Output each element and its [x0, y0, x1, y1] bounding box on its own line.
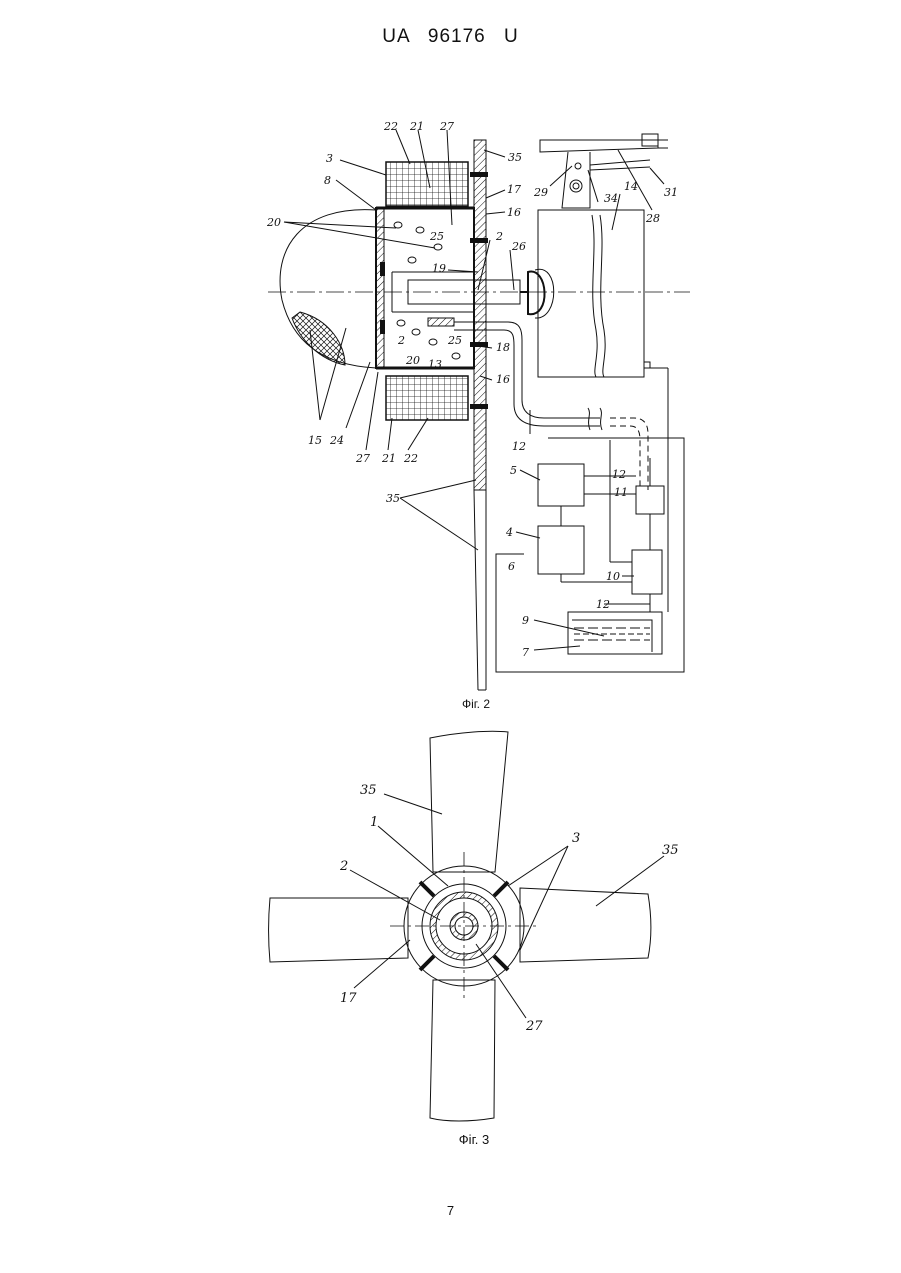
label-9: 9: [522, 614, 529, 627]
label-21-lower: 21: [381, 452, 396, 465]
label-27: 27: [439, 120, 454, 133]
label-14: 14: [624, 180, 638, 193]
label-35: 35: [508, 151, 522, 164]
fig3-label-17: 17: [340, 991, 357, 1006]
label-11: 11: [614, 486, 628, 499]
chamber-housing: [376, 172, 488, 409]
label-8: 8: [324, 174, 331, 187]
label-29: 29: [533, 186, 548, 199]
feed-tube: [428, 318, 454, 326]
upper-mesh-screen: [386, 162, 468, 206]
lower-mesh-screen: [386, 376, 468, 420]
label-17: 17: [507, 183, 521, 196]
label-12-c: 12: [596, 598, 610, 611]
label-12-b: 12: [612, 468, 626, 481]
figure-3-drawing: [269, 731, 652, 1121]
label-12-pipe: 12: [512, 440, 526, 453]
figure-3-leader-lines: [350, 794, 664, 1018]
fig3-label-35-top: 35: [360, 783, 377, 798]
label-28: 28: [645, 212, 660, 225]
label-3: 3: [326, 152, 333, 165]
label-20-lower: 20: [405, 354, 420, 367]
label-5: 5: [510, 464, 517, 477]
label-34: 34: [604, 192, 618, 205]
fig3-label-35-right: 35: [662, 843, 679, 858]
label-35-lower: 35: [386, 492, 400, 505]
label-19: 19: [432, 262, 446, 275]
label-13: 13: [428, 358, 442, 371]
fig3-label-3: 3: [572, 831, 580, 846]
label-4: 4: [505, 526, 513, 539]
label-18: 18: [496, 341, 510, 354]
label-22-lower: 22: [403, 452, 418, 465]
label-22: 22: [383, 120, 398, 133]
label-10: 10: [606, 570, 620, 583]
label-2: 2: [495, 230, 503, 243]
page-number: 7: [0, 1203, 901, 1218]
figure-3-caption: Фіг. 3: [414, 1132, 534, 1147]
label-20: 20: [266, 216, 281, 229]
label-27-lower: 27: [355, 452, 370, 465]
label-6: 6: [508, 560, 515, 573]
label-21: 21: [409, 120, 424, 133]
label-26: 26: [511, 240, 526, 253]
label-16: 16: [507, 206, 521, 219]
label-15: 15: [308, 434, 322, 447]
fig3-label-1: 1: [370, 815, 378, 830]
blade-35-side: [474, 140, 486, 690]
figure-2-caption: Фіг. 2: [416, 697, 536, 711]
fig3-label-27: 27: [525, 1019, 543, 1034]
nose-cone: [280, 210, 376, 368]
label-25-lower: 25: [447, 334, 462, 347]
label-24: 24: [329, 434, 344, 447]
label-7: 7: [522, 646, 529, 659]
label-2-lower: 2: [397, 334, 405, 347]
label-31: 31: [664, 186, 678, 199]
fig3-label-2: 2: [339, 859, 348, 874]
label-16-lower: 16: [496, 373, 510, 386]
label-25: 25: [429, 230, 444, 243]
